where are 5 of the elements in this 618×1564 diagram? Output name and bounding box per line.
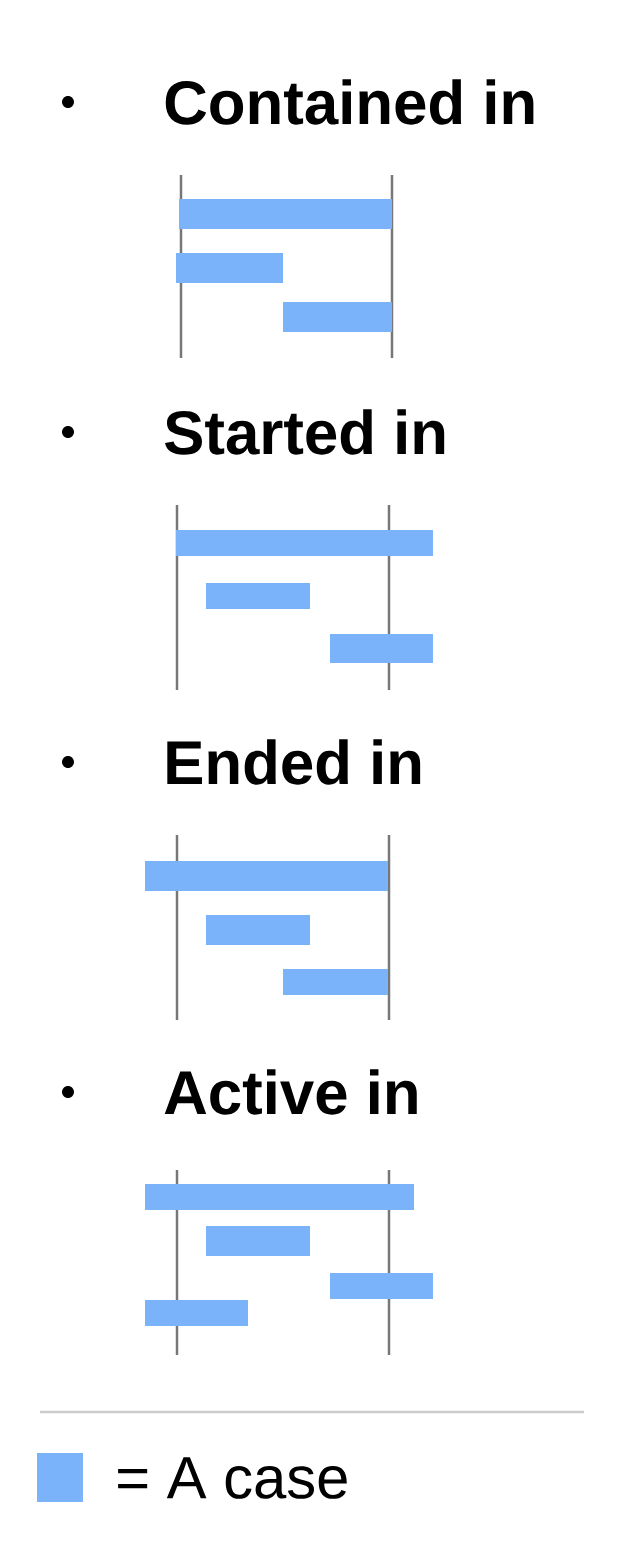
heading: Ended in <box>167 739 421 785</box>
legend-text: = A case <box>118 1457 347 1499</box>
heading: Contained in <box>165 79 534 125</box>
heading: Started in <box>165 409 445 455</box>
heading: Active in <box>164 1069 417 1115</box>
